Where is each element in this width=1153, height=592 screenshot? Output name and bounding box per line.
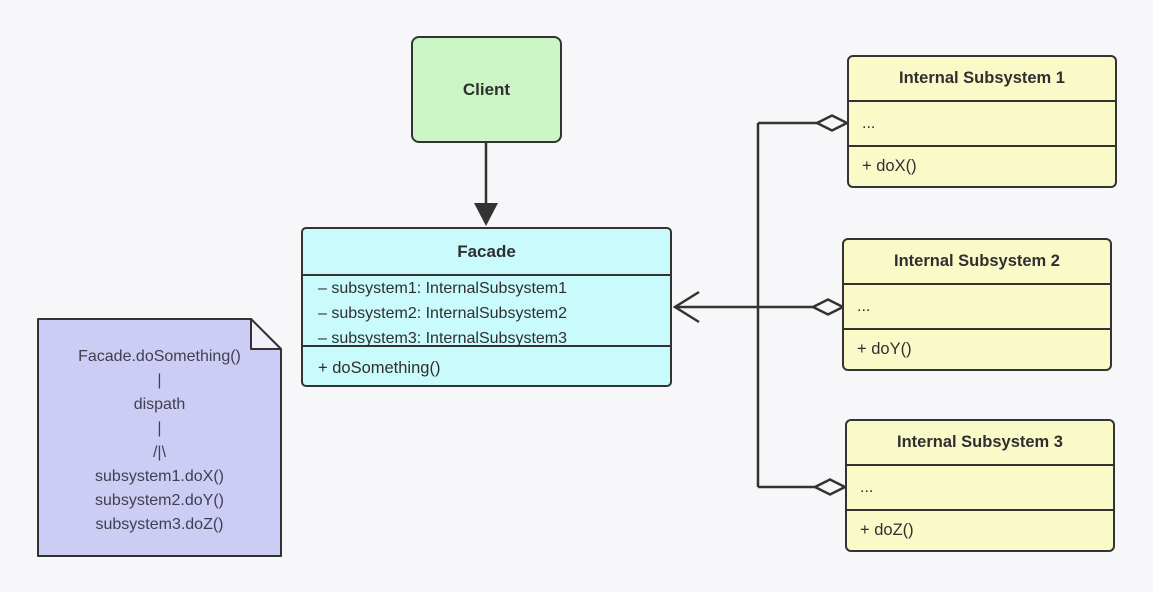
- facade-attribute-3: – subsystem3: InternalSubsystem3: [318, 330, 568, 347]
- client-label: Client: [462, 79, 511, 99]
- facade-method: + doSomething(): [318, 358, 441, 377]
- facade-attributes: – subsystem1: InternalSubsystem1 – subsy…: [303, 276, 670, 351]
- note-line-5: /|\: [152, 444, 167, 461]
- subsystem2-title: Internal Subsystem 2: [844, 240, 1110, 285]
- note-line-2: |: [157, 372, 162, 389]
- subsystem3-method: + doZ(): [860, 521, 914, 539]
- subsystem3-attributes: ...: [847, 466, 1113, 511]
- aggregation-diamond-3-icon: [812, 478, 848, 496]
- note-line-4: |: [157, 420, 162, 437]
- aggregation-diamond-1-icon: [814, 114, 850, 132]
- note-node: Facade.doSomething() | dispath | /|\ sub…: [37, 318, 282, 557]
- solid-arrowhead-down-icon: [474, 203, 498, 226]
- note-shape: [37, 318, 282, 557]
- facade-node: Facade – subsystem1: InternalSubsystem1 …: [301, 227, 672, 387]
- subsystem1-attributes: ...: [849, 102, 1115, 147]
- note-line-7: subsystem2.doY(): [95, 492, 224, 509]
- note-line-3: dispath: [133, 396, 186, 413]
- note-line-1: Facade.doSomething(): [78, 348, 241, 365]
- note-fold-icon: [250, 318, 282, 350]
- note-text: Facade.doSomething() | dispath | /|\ sub…: [37, 345, 282, 537]
- open-arrowhead-left-icon: [672, 290, 700, 324]
- subsystem1-method: + doX(): [862, 157, 917, 175]
- note-body-shape: [37, 318, 282, 557]
- subsystem2-method: + doY(): [857, 340, 912, 358]
- client-node: Client: [411, 36, 562, 143]
- note-line-8: subsystem3.doZ(): [95, 516, 224, 533]
- aggregation-diamond-2-icon: [810, 298, 846, 316]
- subsystem3-node: Internal Subsystem 3 ... + doZ(): [845, 419, 1115, 552]
- facade-divider-1: [302, 274, 671, 276]
- facade-divider-2: [302, 345, 671, 347]
- subsystem2-node: Internal Subsystem 2 ... + doY(): [842, 238, 1112, 371]
- subsystem1-title: Internal Subsystem 1: [849, 57, 1115, 102]
- facade-title: Facade: [457, 241, 516, 261]
- subsystem2-attributes: ...: [844, 285, 1110, 330]
- note-line-6: subsystem1.doX(): [95, 468, 224, 485]
- facade-attribute-1: – subsystem1: InternalSubsystem1: [318, 280, 568, 297]
- facade-attribute-2: – subsystem2: InternalSubsystem2: [318, 305, 568, 322]
- subsystem1-node: Internal Subsystem 1 ... + doX(): [847, 55, 1117, 188]
- subsystem3-title: Internal Subsystem 3: [847, 421, 1113, 466]
